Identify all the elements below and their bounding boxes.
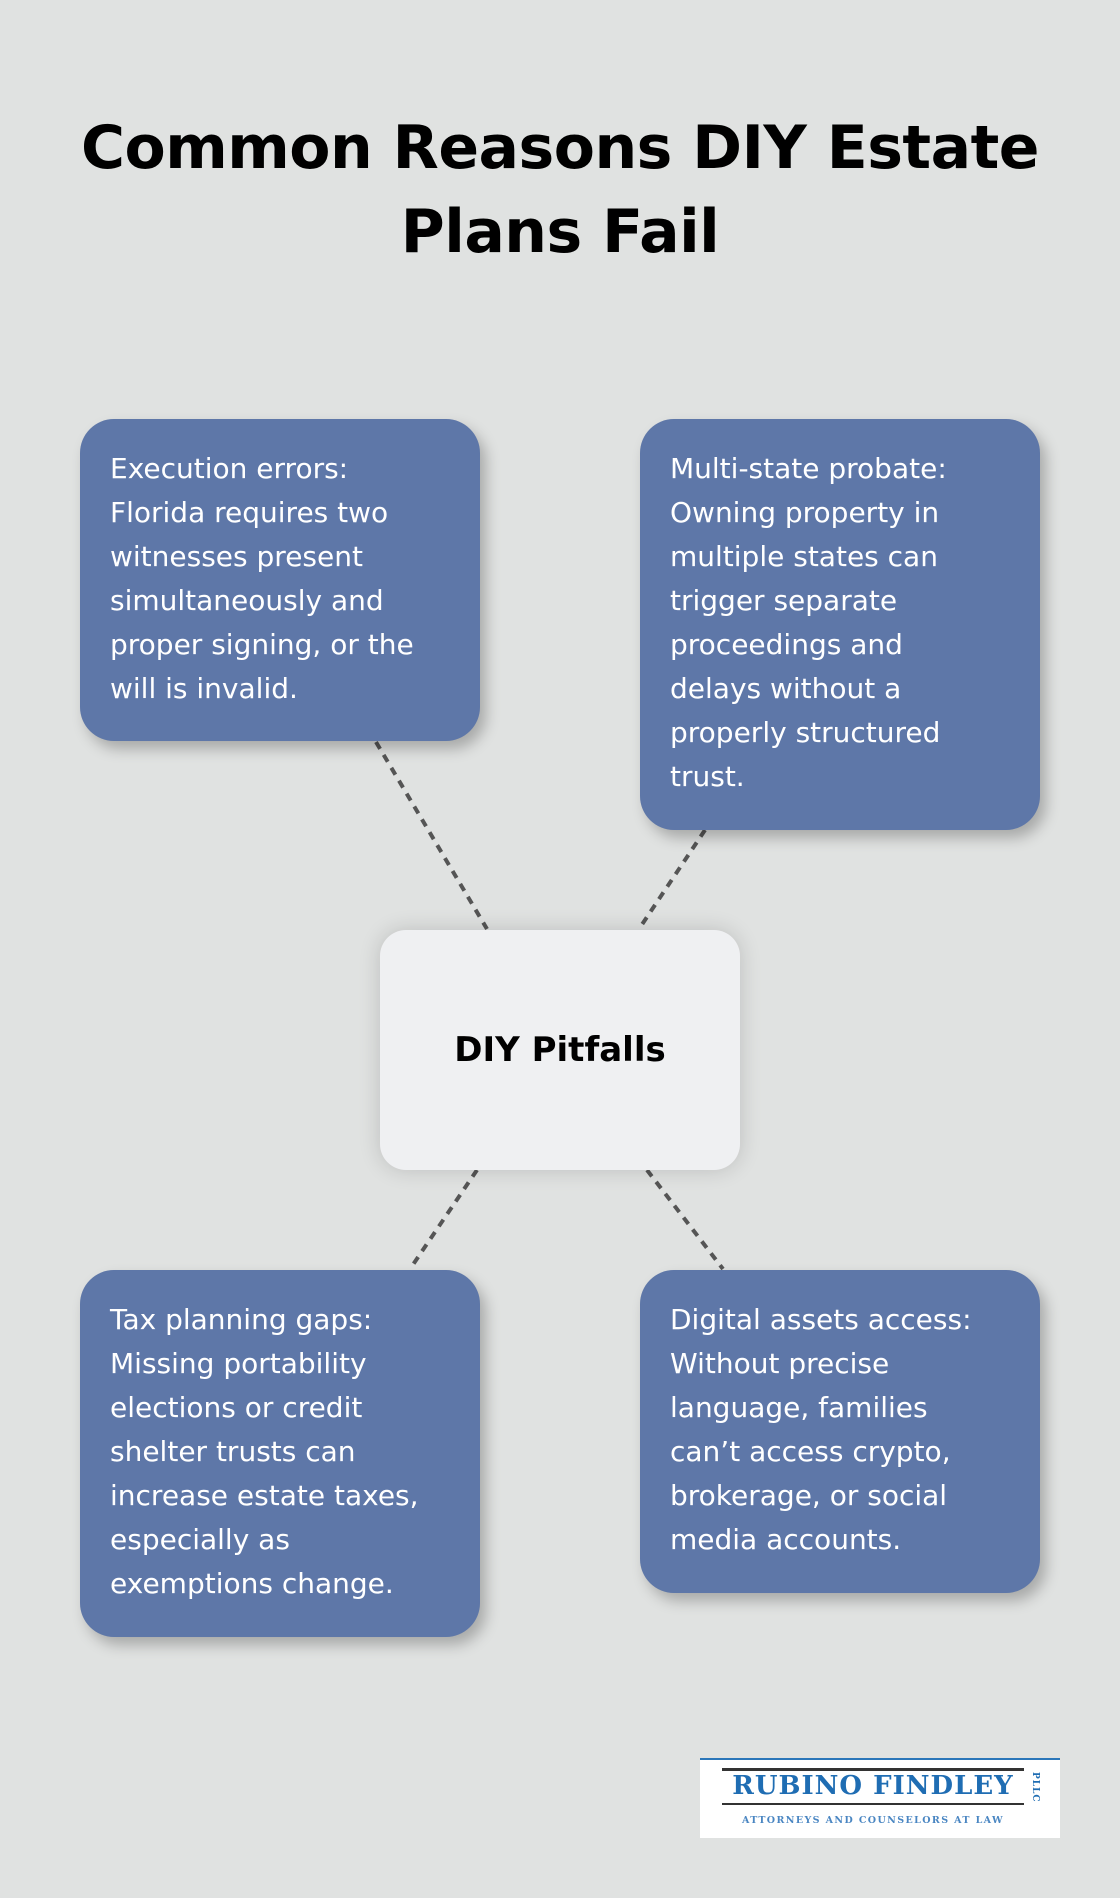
card-line: Execution errors: (110, 452, 349, 485)
card-line: Owning property in (670, 496, 940, 529)
card-line: increase estate taxes, (110, 1479, 419, 1512)
logo-tagline: ATTORNEYS AND COUNSELORS AT LAW (741, 1815, 1005, 1826)
card-line: exemptions change. (110, 1567, 394, 1600)
card-line: especially as (110, 1523, 290, 1556)
card-line: multiple states can (670, 540, 938, 573)
card-line: proper signing, or the (110, 628, 414, 661)
logo-rule-bottom (722, 1803, 1024, 1805)
card-line: will is invalid. (110, 672, 298, 705)
logo-suffix: PLLC (1030, 1772, 1040, 1803)
center-node: DIY Pitfalls (380, 930, 740, 1170)
card-line: brokerage, or social (670, 1479, 948, 1512)
title-line-1: Common Reasons DIY Estate (81, 113, 1039, 183)
firm-logo: RUBINO FINDLEY PLLC ATTORNEYS AND COUNSE… (700, 1758, 1060, 1838)
connector-bottom-right (645, 1168, 725, 1271)
card-tax-planning-gaps: Tax planning gaps: Missing portability e… (80, 1270, 480, 1637)
card-line: can’t access crypto, (670, 1435, 951, 1468)
card-line: proceedings and (670, 628, 903, 661)
connector-bottom-left (408, 1168, 479, 1271)
card-execution-errors: Execution errors: Florida requires two w… (80, 419, 480, 741)
card-line: Missing portability (110, 1347, 367, 1380)
card-line: witnesses present (110, 540, 363, 573)
card-line: media accounts. (670, 1523, 902, 1556)
card-line: elections or credit (110, 1391, 363, 1424)
card-line: properly structured (670, 716, 941, 749)
card-line: simultaneously and (110, 584, 384, 617)
logo-firm-name: RUBINO FINDLEY (732, 1771, 1014, 1801)
title-line-2: Plans Fail (400, 197, 720, 267)
card-multi-state-probate: Multi-state probate: Owning property in … (640, 419, 1040, 830)
connector-top-left (374, 740, 489, 931)
card-line: Florida requires two (110, 496, 389, 529)
card-line: delays without a (670, 672, 902, 705)
card-line: Without precise (670, 1347, 890, 1380)
card-line: Multi-state probate: (670, 452, 947, 485)
card-line: shelter trusts can (110, 1435, 356, 1468)
card-digital-assets-access: Digital assets access: Without precise l… (640, 1270, 1040, 1593)
card-line: trigger separate (670, 584, 898, 617)
card-line: Digital assets access: (670, 1303, 972, 1336)
center-label: DIY Pitfalls (454, 1030, 666, 1070)
card-line: language, families (670, 1391, 928, 1424)
card-line: Tax planning gaps: (110, 1303, 373, 1336)
connector-top-right (637, 828, 707, 931)
logo-rule-top (722, 1768, 1024, 1771)
card-line: trust. (670, 760, 745, 793)
page-title: Common Reasons DIY Estate Plans Fail (60, 106, 1060, 274)
